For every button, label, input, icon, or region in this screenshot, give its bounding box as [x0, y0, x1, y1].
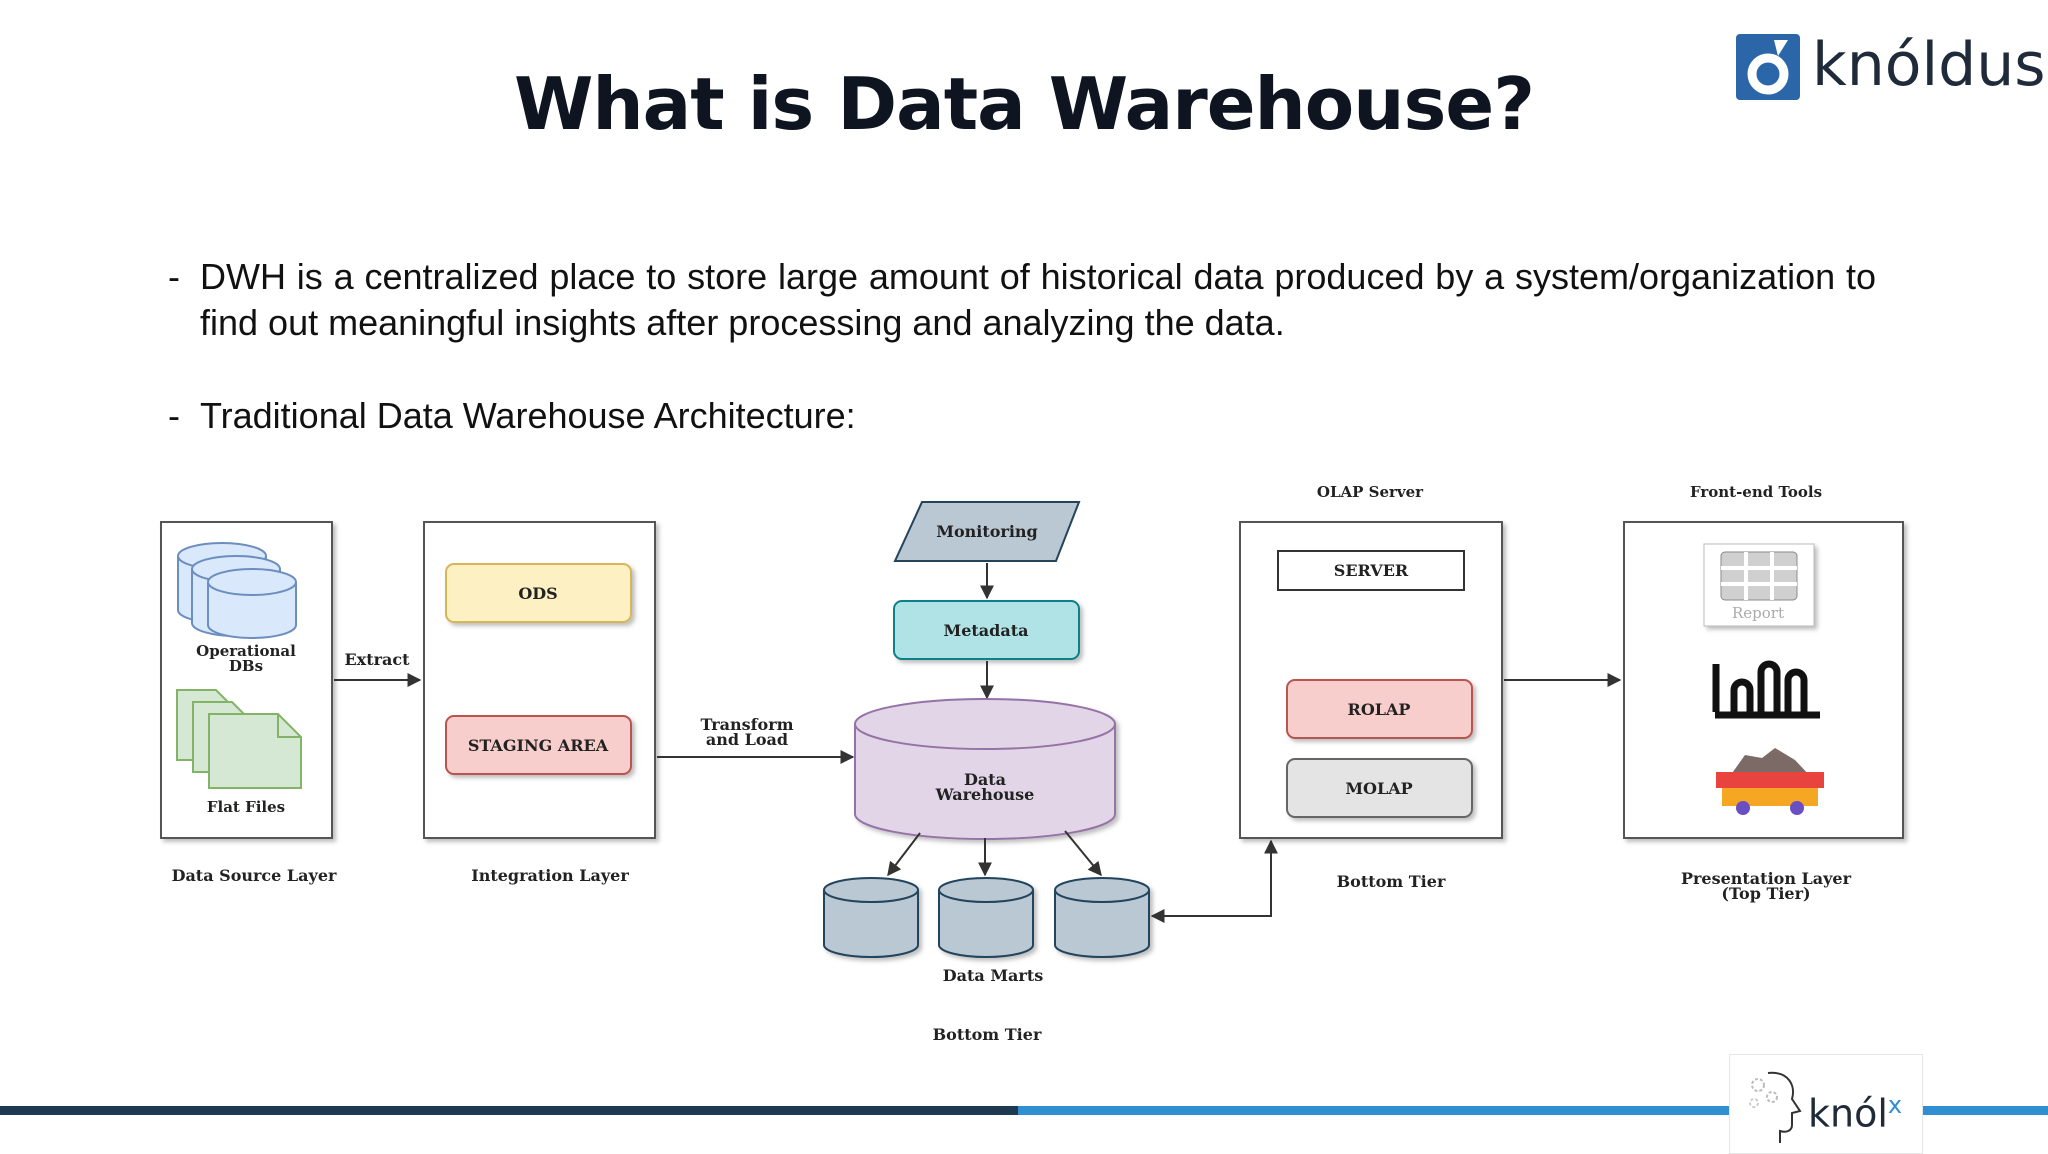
transform-label-2: and Load [706, 730, 788, 749]
staging-area-label: STAGING AREA [468, 736, 609, 755]
data-mart-cylinder [1054, 877, 1150, 958]
warehouse-label: Data [964, 770, 1006, 789]
flat-files-label: Flat Files [207, 798, 285, 816]
staging-area-box [445, 715, 632, 775]
integration-layer-label: Integration Layer [471, 866, 629, 885]
monitoring-shape [893, 501, 1081, 562]
ods-label: ODS [518, 584, 557, 603]
operational-db-icon [177, 542, 297, 639]
bullet-dash: - [168, 395, 180, 436]
monitoring-label: Monitoring [936, 522, 1037, 541]
knolx-logo-text: knólx [1808, 1091, 1903, 1136]
marts-tier-label: Bottom Tier [933, 1025, 1042, 1044]
data-mart-cylinder [938, 877, 1034, 958]
presentation-layer-label-2: (Top Tier) [1721, 884, 1810, 903]
data-marts-label: Data Marts [943, 966, 1043, 985]
report-icon [1703, 543, 1815, 627]
footer-bar-dark [0, 1106, 1018, 1115]
data-mart-cylinder [823, 877, 919, 958]
extract-label: Extract [344, 650, 410, 669]
warehouse-label-2: Warehouse [935, 785, 1035, 804]
frontend-header: Front-end Tools [1690, 483, 1822, 501]
bullet-item: - Traditional Data Warehouse Architectur… [168, 393, 1876, 439]
ods-box [445, 563, 632, 623]
olap-header: OLAP Server [1317, 483, 1424, 501]
mart-arrow [887, 832, 921, 877]
slide-title: What is Data Warehouse? [514, 62, 1535, 146]
bullet-text: DWH is a centralized place to store larg… [200, 256, 1876, 343]
operational-label-2: DBs [229, 657, 263, 675]
bullet-list: - DWH is a centralized place to store la… [168, 254, 1876, 439]
data-source-layer-label: Data Source Layer [172, 866, 337, 885]
knolx-logo: knólx [1729, 1054, 1923, 1154]
mart-arrow [1064, 830, 1102, 877]
presentation-layer-label: Presentation Layer [1681, 869, 1852, 888]
flat-files-icon [176, 689, 302, 789]
knoldus-logo-text: knóldus [1812, 30, 2046, 100]
metadata-label: Metadata [944, 621, 1029, 640]
olap-mart-connector [1150, 843, 1272, 923]
bullet-dash: - [168, 256, 180, 297]
head-gears-icon [1749, 1071, 1802, 1143]
bar-chart-icon [1712, 660, 1820, 719]
report-label: Report [1732, 604, 1784, 622]
rolap-box [1286, 679, 1473, 739]
mine-cart-icon [1716, 748, 1824, 815]
rolap-label: ROLAP [1348, 700, 1411, 719]
db-cylinder [207, 568, 297, 639]
bullet-text: Traditional Data Warehouse Architecture: [200, 395, 856, 436]
server-label: SERVER [1334, 561, 1409, 580]
knoldus-mark-icon [1736, 34, 1800, 100]
transform-label: Transform [700, 715, 793, 734]
olap-tier-label: Bottom Tier [1337, 872, 1446, 891]
knoldus-logo: knóldus [1734, 30, 2046, 104]
molap-box [1286, 758, 1473, 818]
bullet-item: - DWH is a centralized place to store la… [168, 254, 1876, 346]
server-box [1277, 550, 1465, 591]
molap-label: MOLAP [1345, 779, 1412, 798]
metadata-box [893, 600, 1080, 660]
footer-bar-light [1018, 1106, 2048, 1115]
operational-label: Operational [196, 642, 296, 660]
data-warehouse-cylinder [854, 698, 1116, 840]
